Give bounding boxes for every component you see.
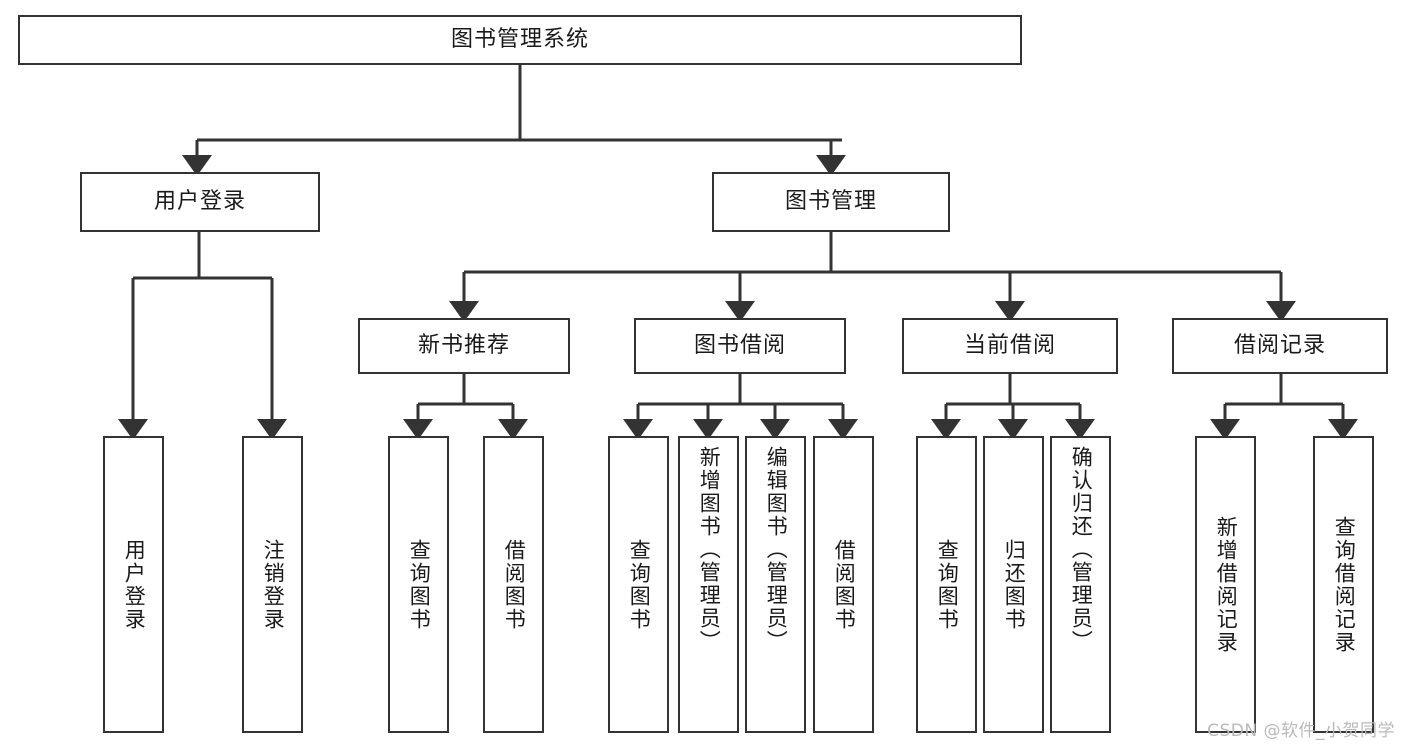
node-user-login[interactable]: 用户登录 [80, 172, 320, 232]
node-label: 新书推荐 [417, 332, 510, 358]
node-label: 借阅图书 [832, 538, 857, 631]
node-label: 借阅图书 [502, 538, 527, 631]
node-current-borrow[interactable]: 当前借阅 [902, 318, 1118, 374]
node-label: 注销登录 [261, 538, 286, 631]
node-label: 图书借阅 [693, 332, 786, 358]
leaf-record-query-record[interactable]: 查询借阅记录 [1313, 436, 1374, 733]
node-label: 归还图书 [1002, 538, 1027, 631]
leaf-user-login-logout[interactable]: 注销登录 [242, 436, 303, 733]
node-label: 当前借阅 [963, 332, 1056, 358]
leaf-record-add-record[interactable]: 新增借阅记录 [1195, 436, 1256, 733]
node-book-borrow[interactable]: 图书借阅 [634, 318, 846, 374]
node-borrow-record[interactable]: 借阅记录 [1172, 318, 1388, 374]
csdn-watermark: CSDN @软件_小贺同学 [1207, 721, 1395, 741]
node-label: 查询图书 [407, 538, 432, 631]
leaf-user-login-login[interactable]: 用户登录 [103, 436, 164, 733]
node-label: 确认归还（管理员） [1069, 446, 1094, 653]
node-label: 图书管理系统 [450, 26, 589, 52]
leaf-borrow-borrow-book[interactable]: 借阅图书 [813, 436, 874, 733]
node-label: 新增图书（管理员） [697, 446, 722, 653]
leaf-new-book-query[interactable]: 查询图书 [388, 436, 449, 733]
leaf-borrow-query-book[interactable]: 查询图书 [608, 436, 669, 733]
node-label: 查询图书 [935, 538, 960, 631]
node-new-book-recommend[interactable]: 新书推荐 [358, 318, 570, 374]
leaf-borrow-add-book-admin[interactable]: 新增图书（管理员） [678, 436, 739, 733]
node-label: 查询借阅记录 [1332, 515, 1357, 654]
node-label: 新增借阅记录 [1214, 515, 1239, 654]
node-label: 借阅记录 [1233, 332, 1326, 358]
leaf-current-return-book[interactable]: 归还图书 [983, 436, 1044, 733]
leaf-current-query-book[interactable]: 查询图书 [916, 436, 977, 733]
node-label: 用户登录 [153, 188, 246, 214]
node-label: 用户登录 [122, 538, 147, 631]
leaf-borrow-edit-book-admin[interactable]: 编辑图书（管理员） [745, 436, 806, 733]
node-root-book-management-system[interactable]: 图书管理系统 [18, 15, 1022, 65]
node-book-management[interactable]: 图书管理 [712, 172, 950, 232]
leaf-new-book-borrow[interactable]: 借阅图书 [483, 436, 544, 733]
leaf-current-confirm-return-admin[interactable]: 确认归还（管理员） [1050, 436, 1111, 733]
node-label: 编辑图书（管理员） [764, 446, 789, 653]
node-label: 图书管理 [784, 188, 877, 214]
node-label: 查询图书 [627, 538, 652, 631]
